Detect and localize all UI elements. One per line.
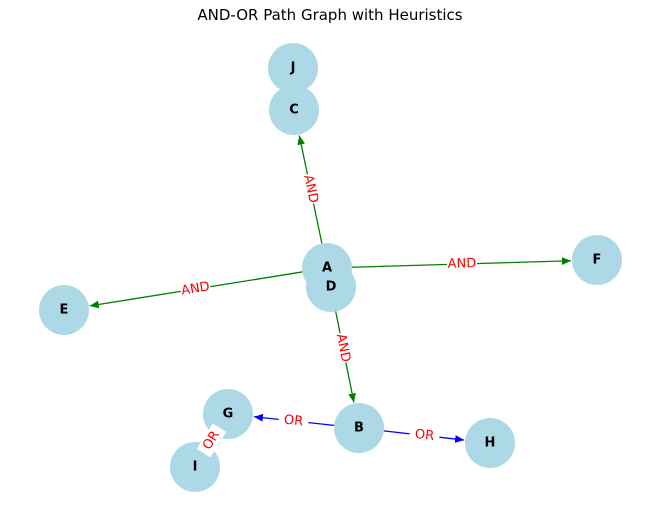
node-label-H: H — [485, 436, 496, 451]
edge-label-bg — [408, 425, 441, 446]
node-labels: J C AD E F G I B H — [60, 61, 602, 475]
edge-label-bg — [299, 172, 322, 206]
node-label-G: G — [223, 407, 234, 422]
edge-label-A-B: AND — [333, 332, 353, 363]
node-J-circle — [268, 43, 318, 93]
node-B-circle — [334, 403, 384, 453]
edge-label-bg — [332, 331, 354, 365]
node-label-C: C — [289, 103, 299, 118]
node-label-E: E — [60, 303, 69, 318]
edge-label-A-E: AND — [180, 279, 211, 298]
node-E-circle — [39, 285, 89, 335]
edge-label-B-H: OR — [414, 427, 435, 444]
edge-label-A-F: AND — [447, 256, 476, 272]
nodes — [39, 43, 622, 492]
node-label-D: D — [326, 280, 337, 295]
node-label-J: J — [290, 61, 296, 76]
chart-title: AND-OR Path Graph with Heuristics — [197, 6, 463, 24]
edge-label-bg — [179, 278, 212, 300]
edge-label-bg — [277, 411, 310, 431]
edge-label-B-G: OR — [283, 413, 304, 430]
node-D-circle — [306, 262, 356, 312]
node-C-circle — [269, 85, 319, 135]
edge-label-bg — [446, 255, 478, 273]
node-F-circle — [572, 235, 622, 285]
node-H-circle — [465, 418, 515, 468]
node-label-B: B — [354, 421, 364, 436]
node-label-I: I — [193, 460, 198, 475]
edge-label-bg — [196, 423, 227, 458]
edge-label-A-C: AND — [300, 173, 321, 204]
node-label-A: A — [322, 261, 332, 276]
node-label-F: F — [593, 253, 602, 268]
